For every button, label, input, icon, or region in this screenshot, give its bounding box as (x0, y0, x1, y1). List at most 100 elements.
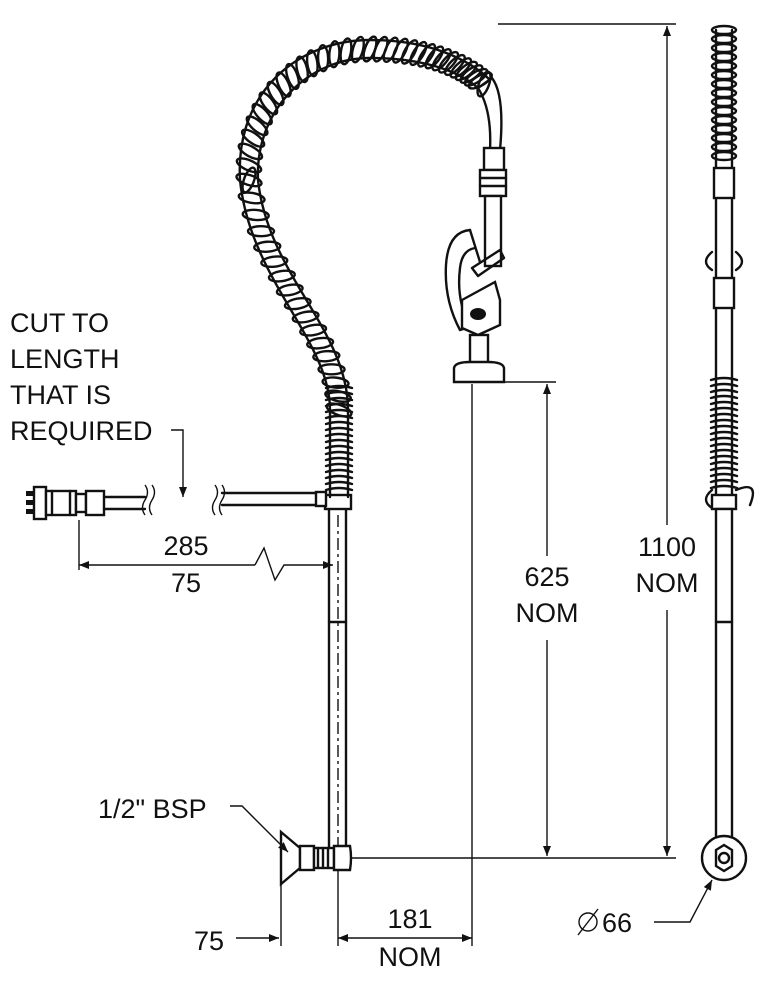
spring-coil (317, 363, 346, 376)
spring-winding (324, 474, 354, 480)
spring-coil (409, 40, 428, 67)
spring-winding (324, 480, 354, 486)
spring-winding (324, 468, 354, 474)
dim-1100 (350, 23, 676, 859)
side-spring-winding (709, 388, 739, 394)
spring-coil (476, 70, 492, 98)
coiled-hose-spring (235, 35, 493, 499)
spring-coil (400, 39, 419, 65)
spring-coil (241, 208, 270, 222)
side-spring-winding (709, 442, 739, 448)
side-spring-winding (709, 376, 739, 382)
diameter-label: 66 (602, 908, 632, 938)
side-view (654, 24, 755, 923)
spring-coil (260, 255, 289, 269)
side-spring-winding (709, 466, 739, 472)
side-spring-winding (709, 460, 739, 466)
side-spring-winding (709, 454, 739, 460)
spring-coil (424, 45, 445, 70)
spring-coil (431, 47, 452, 72)
spray-valve (444, 76, 508, 384)
wall-flange (279, 829, 353, 887)
dim-625 (504, 381, 556, 856)
side-spring-winding (709, 424, 739, 430)
side-spring-winding (709, 412, 739, 418)
dim-75-base (236, 884, 282, 946)
dim-1100-nom-label: NOM (636, 568, 699, 598)
spring-winding (324, 426, 354, 432)
front-view (26, 23, 676, 946)
diameter-symbol-icon (577, 908, 599, 936)
side-spring-winding (709, 418, 739, 424)
spring-winding (324, 396, 354, 402)
cut-label-line2: LENGTH (10, 344, 120, 374)
spring-coil (258, 91, 279, 116)
spring-winding (324, 402, 354, 408)
spring-coil (251, 102, 273, 126)
side-spring-winding (709, 406, 739, 412)
side-spring-winding (709, 484, 739, 490)
dim-75-base-label: 75 (194, 926, 224, 956)
spring-winding (324, 408, 354, 414)
bsp-label: 1/2" BSP (98, 794, 207, 824)
spring-coil (291, 310, 320, 324)
spring-coil (283, 296, 312, 311)
spring-coil (235, 157, 263, 174)
side-spring-coil (710, 150, 738, 162)
spring-coil (321, 376, 350, 389)
dim-181 (337, 384, 473, 946)
bsp-leader (230, 805, 289, 853)
cut-label-line3: THAT IS (10, 380, 111, 410)
dim-285-75 (78, 520, 333, 582)
cut-label-line4: REQUIRED (10, 416, 153, 446)
dim-1100-label: 1100 (638, 532, 696, 562)
supply-hose (26, 484, 328, 521)
side-spring-winding (709, 478, 739, 484)
side-spring-winding (709, 472, 739, 478)
dim-181-nom-label: NOM (379, 942, 442, 972)
labels: CUT TO LENGTH THAT IS REQUIRED 285 75 62… (10, 308, 699, 972)
side-spring-winding (709, 448, 739, 454)
dim-75-hose-label: 75 (171, 568, 201, 598)
side-spring-winding (709, 400, 739, 406)
spring-coil (437, 50, 460, 74)
spring-coil (237, 142, 264, 161)
spring-coil (449, 57, 473, 79)
side-spring-winding (709, 382, 739, 388)
side-spring-winding (709, 394, 739, 400)
spring-winding (324, 444, 354, 450)
spring-winding (324, 486, 354, 492)
spring-coil (246, 224, 276, 238)
spring-winding (324, 456, 354, 462)
spring-coil (245, 115, 269, 137)
spring-coil (267, 269, 296, 283)
side-spring-winding (709, 436, 739, 442)
spring-winding (324, 438, 354, 444)
spring-coil (312, 349, 341, 363)
spring-coil (235, 172, 263, 188)
spring-coil (305, 49, 319, 78)
spring-coil (306, 336, 335, 350)
spring-winding (324, 420, 354, 426)
dim-285-label: 285 (163, 531, 208, 561)
spring-coil (339, 37, 353, 66)
spring-coil (416, 42, 437, 68)
spring-coil (275, 283, 304, 297)
spring-winding (324, 432, 354, 438)
dim-181-label: 181 (387, 904, 432, 934)
spring-coil (299, 323, 328, 337)
side-spring-winding (709, 430, 739, 436)
dim-625-label: 625 (524, 562, 569, 592)
riser-pipe (323, 493, 353, 857)
spring-coil (350, 35, 365, 64)
spring-coil (237, 191, 266, 205)
spring-coil (241, 166, 257, 194)
spring-coil (284, 62, 301, 91)
cut-label-line1: CUT TO (10, 308, 109, 338)
spring-coil (295, 55, 309, 84)
spring-coil (266, 80, 285, 107)
spring-coil (443, 53, 466, 77)
spring-coil (328, 40, 341, 69)
spring-winding (324, 462, 354, 468)
